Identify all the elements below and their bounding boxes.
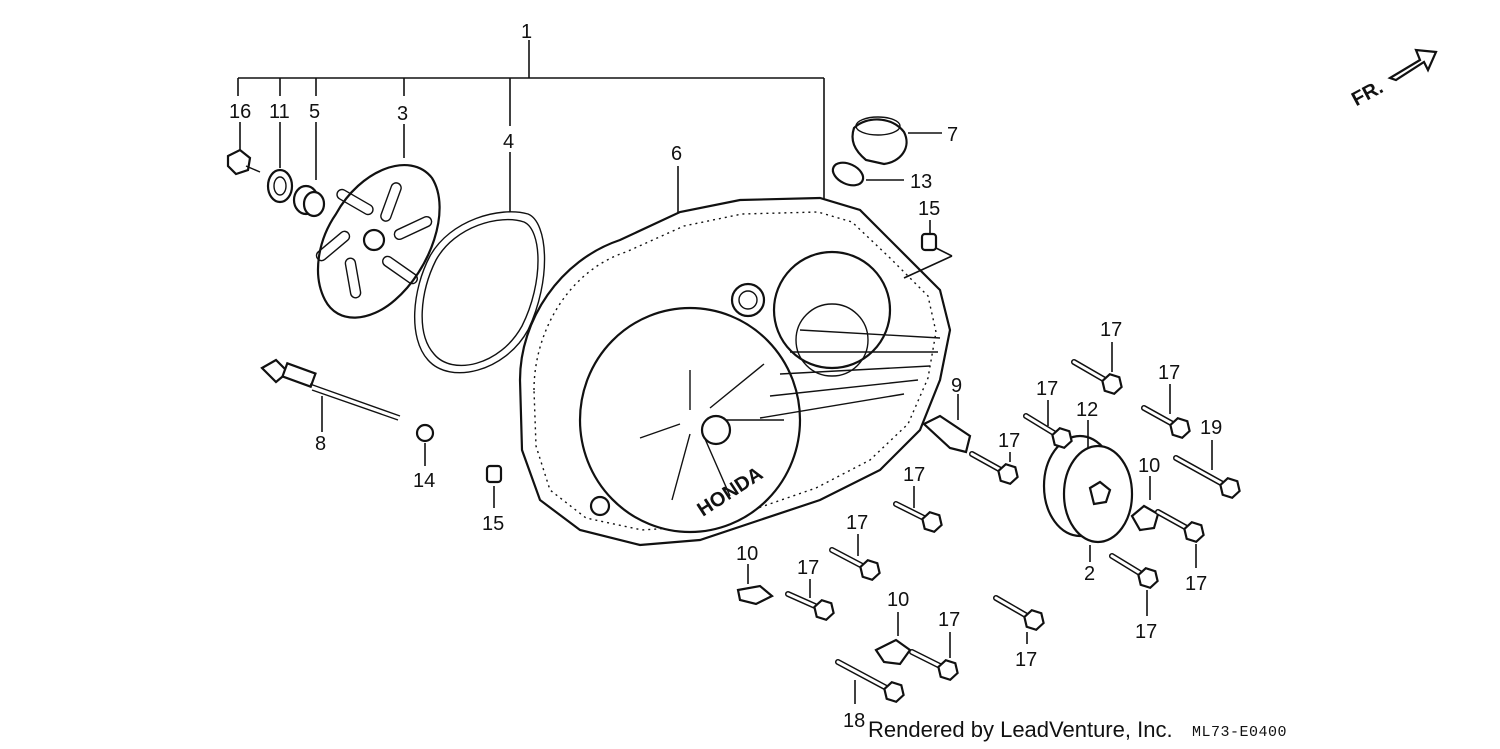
callout-15-upper: 15 bbox=[918, 198, 940, 220]
callout-17: 17 bbox=[797, 557, 819, 579]
bolt-set bbox=[785, 359, 1241, 704]
callout-15-lower: 15 bbox=[482, 513, 504, 535]
part-15-dowel-lower bbox=[485, 464, 503, 508]
callout-17: 17 bbox=[1036, 378, 1058, 400]
part-2-pulley bbox=[1042, 434, 1134, 562]
callout-17: 17 bbox=[998, 430, 1020, 452]
callout-6: 6 bbox=[671, 143, 682, 165]
callout-17: 17 bbox=[846, 512, 868, 534]
callout-12: 12 bbox=[1076, 399, 1098, 421]
callout-1: 1 bbox=[521, 21, 532, 43]
callout-3: 3 bbox=[397, 103, 408, 125]
part-17-bolt bbox=[909, 649, 959, 682]
part-17-bolt bbox=[1141, 405, 1191, 440]
callout-labels: 1 16 11 5 3 4 6 7 13 15 8 14 15 9 12 10 … bbox=[229, 21, 1222, 732]
part-5-collar bbox=[292, 122, 326, 218]
part-10-clamp-right bbox=[1130, 476, 1160, 532]
part-8-dipstick bbox=[260, 358, 401, 432]
part-17-bolt bbox=[893, 501, 943, 534]
direction-label: FR. bbox=[1348, 76, 1387, 111]
callout-7: 7 bbox=[947, 124, 958, 146]
callout-17: 17 bbox=[938, 609, 960, 631]
front-arrow-icon bbox=[1387, 48, 1438, 82]
part-3-outer-cover bbox=[315, 124, 441, 319]
part-17-bolt bbox=[993, 595, 1045, 632]
callout-10-center: 10 bbox=[887, 589, 909, 611]
part-15-dowel-upper bbox=[903, 220, 953, 279]
front-direction-indicator: FR. bbox=[1348, 48, 1438, 111]
callout-17: 17 bbox=[1100, 319, 1122, 341]
part-6-crankcase-cover: HONDA bbox=[518, 166, 952, 547]
callout-11: 11 bbox=[269, 101, 290, 123]
part-18-bolt bbox=[835, 659, 905, 704]
part-9-clip bbox=[922, 394, 972, 454]
callout-14: 14 bbox=[413, 470, 435, 492]
part-17-bolt bbox=[1155, 509, 1205, 544]
callout-9: 9 bbox=[951, 375, 962, 397]
callout-17: 17 bbox=[903, 464, 925, 486]
assembly-bracket bbox=[237, 40, 825, 200]
callout-4: 4 bbox=[503, 131, 514, 153]
callout-8: 8 bbox=[315, 433, 326, 455]
callout-10-left: 10 bbox=[736, 543, 758, 565]
part-17-bolt bbox=[1109, 553, 1159, 590]
part-13-o-ring bbox=[831, 161, 904, 187]
part-17-bolt bbox=[1023, 413, 1073, 450]
callout-16: 16 bbox=[229, 101, 251, 123]
diagram-code: ML73-E0400 bbox=[1192, 724, 1288, 741]
callout-17: 17 bbox=[1158, 362, 1180, 384]
callout-17-labels: 17 17 17 17 17 17 17 17 17 17 17 bbox=[797, 319, 1213, 704]
part-17-bolt bbox=[785, 591, 835, 622]
callout-19: 19 bbox=[1200, 417, 1222, 439]
part-17-bolt bbox=[829, 547, 881, 582]
part-11-seal bbox=[266, 122, 294, 204]
part-7-cap bbox=[851, 116, 942, 166]
part-19-bolt bbox=[1173, 455, 1241, 500]
callout-13: 13 bbox=[910, 171, 932, 193]
callout-5: 5 bbox=[309, 101, 320, 123]
callout-2: 2 bbox=[1084, 563, 1095, 585]
part-17-bolt bbox=[1071, 359, 1123, 396]
part-14-o-ring bbox=[415, 423, 435, 466]
part-10-clamp-left bbox=[736, 564, 774, 606]
callout-17: 17 bbox=[1185, 573, 1207, 595]
callout-17: 17 bbox=[1015, 649, 1037, 671]
callout-10-right: 10 bbox=[1138, 455, 1160, 477]
callout-18: 18 bbox=[843, 710, 865, 732]
credit-text: Rendered by LeadVenture, Inc. bbox=[868, 717, 1173, 742]
callout-17: 17 bbox=[1135, 621, 1157, 643]
part-16-bolt bbox=[226, 122, 261, 176]
part-10-clamp-center bbox=[874, 612, 912, 666]
part-17-bolt bbox=[969, 451, 1019, 486]
